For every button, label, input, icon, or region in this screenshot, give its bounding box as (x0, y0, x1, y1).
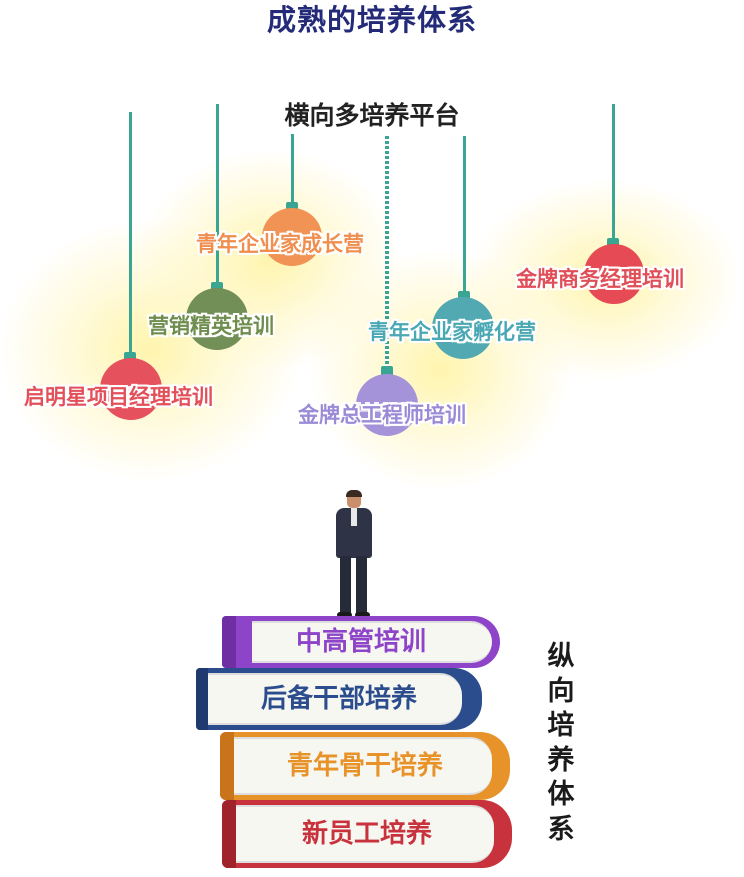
book-new-employees: 新员工培养 (222, 800, 512, 868)
ornament-ball-gold-business (584, 244, 644, 304)
level-label: 新员工培养 (301, 819, 432, 849)
ornament-cap (381, 366, 393, 376)
ornament-cap (124, 352, 136, 362)
hanging-string (129, 112, 132, 358)
program-label: 金牌总工程师培训 (298, 403, 466, 427)
ornament-cap (607, 238, 619, 248)
level-label: 后备干部培养 (260, 684, 417, 714)
ornament-ball-marketing (186, 288, 248, 350)
hanging-string (385, 136, 389, 370)
ornament-cap (211, 282, 223, 292)
level-label: 中高管培训 (295, 627, 426, 657)
ornament-ball-pm (100, 358, 162, 420)
book-reserve-cadres: 后备干部培养 (196, 668, 482, 730)
page-title: 成熟的培养体系 (266, 3, 477, 37)
businessman-figure (332, 490, 376, 620)
ornament-cap (458, 291, 470, 301)
level-label: 青年骨干培养 (286, 751, 443, 781)
ornament-ball-youth-growth (262, 208, 322, 266)
book-youth-backbone: 青年骨干培养 (220, 732, 510, 800)
program-label: 营销精英培训 (148, 314, 274, 338)
program-label: 金牌商务经理培训 (516, 267, 684, 291)
ornament-ball-engineer (356, 374, 418, 436)
ornament-ball-incubator (432, 297, 494, 359)
program-label: 启明星项目经理培训 (24, 385, 213, 409)
hanging-string (216, 104, 219, 286)
program-label: 青年企业家孵化营 (368, 320, 536, 344)
book-senior-management: 中高管培训 (222, 616, 500, 668)
program-label: 青年企业家成长营 (196, 232, 364, 256)
hanging-string (291, 134, 294, 206)
horizontal-heading: 横向多培养平台 (284, 101, 460, 130)
vertical-heading: 纵 向 培 养 体 系 (547, 641, 575, 845)
hanging-string (612, 104, 615, 244)
hanging-string (463, 136, 466, 294)
ornament-cap (286, 202, 298, 212)
